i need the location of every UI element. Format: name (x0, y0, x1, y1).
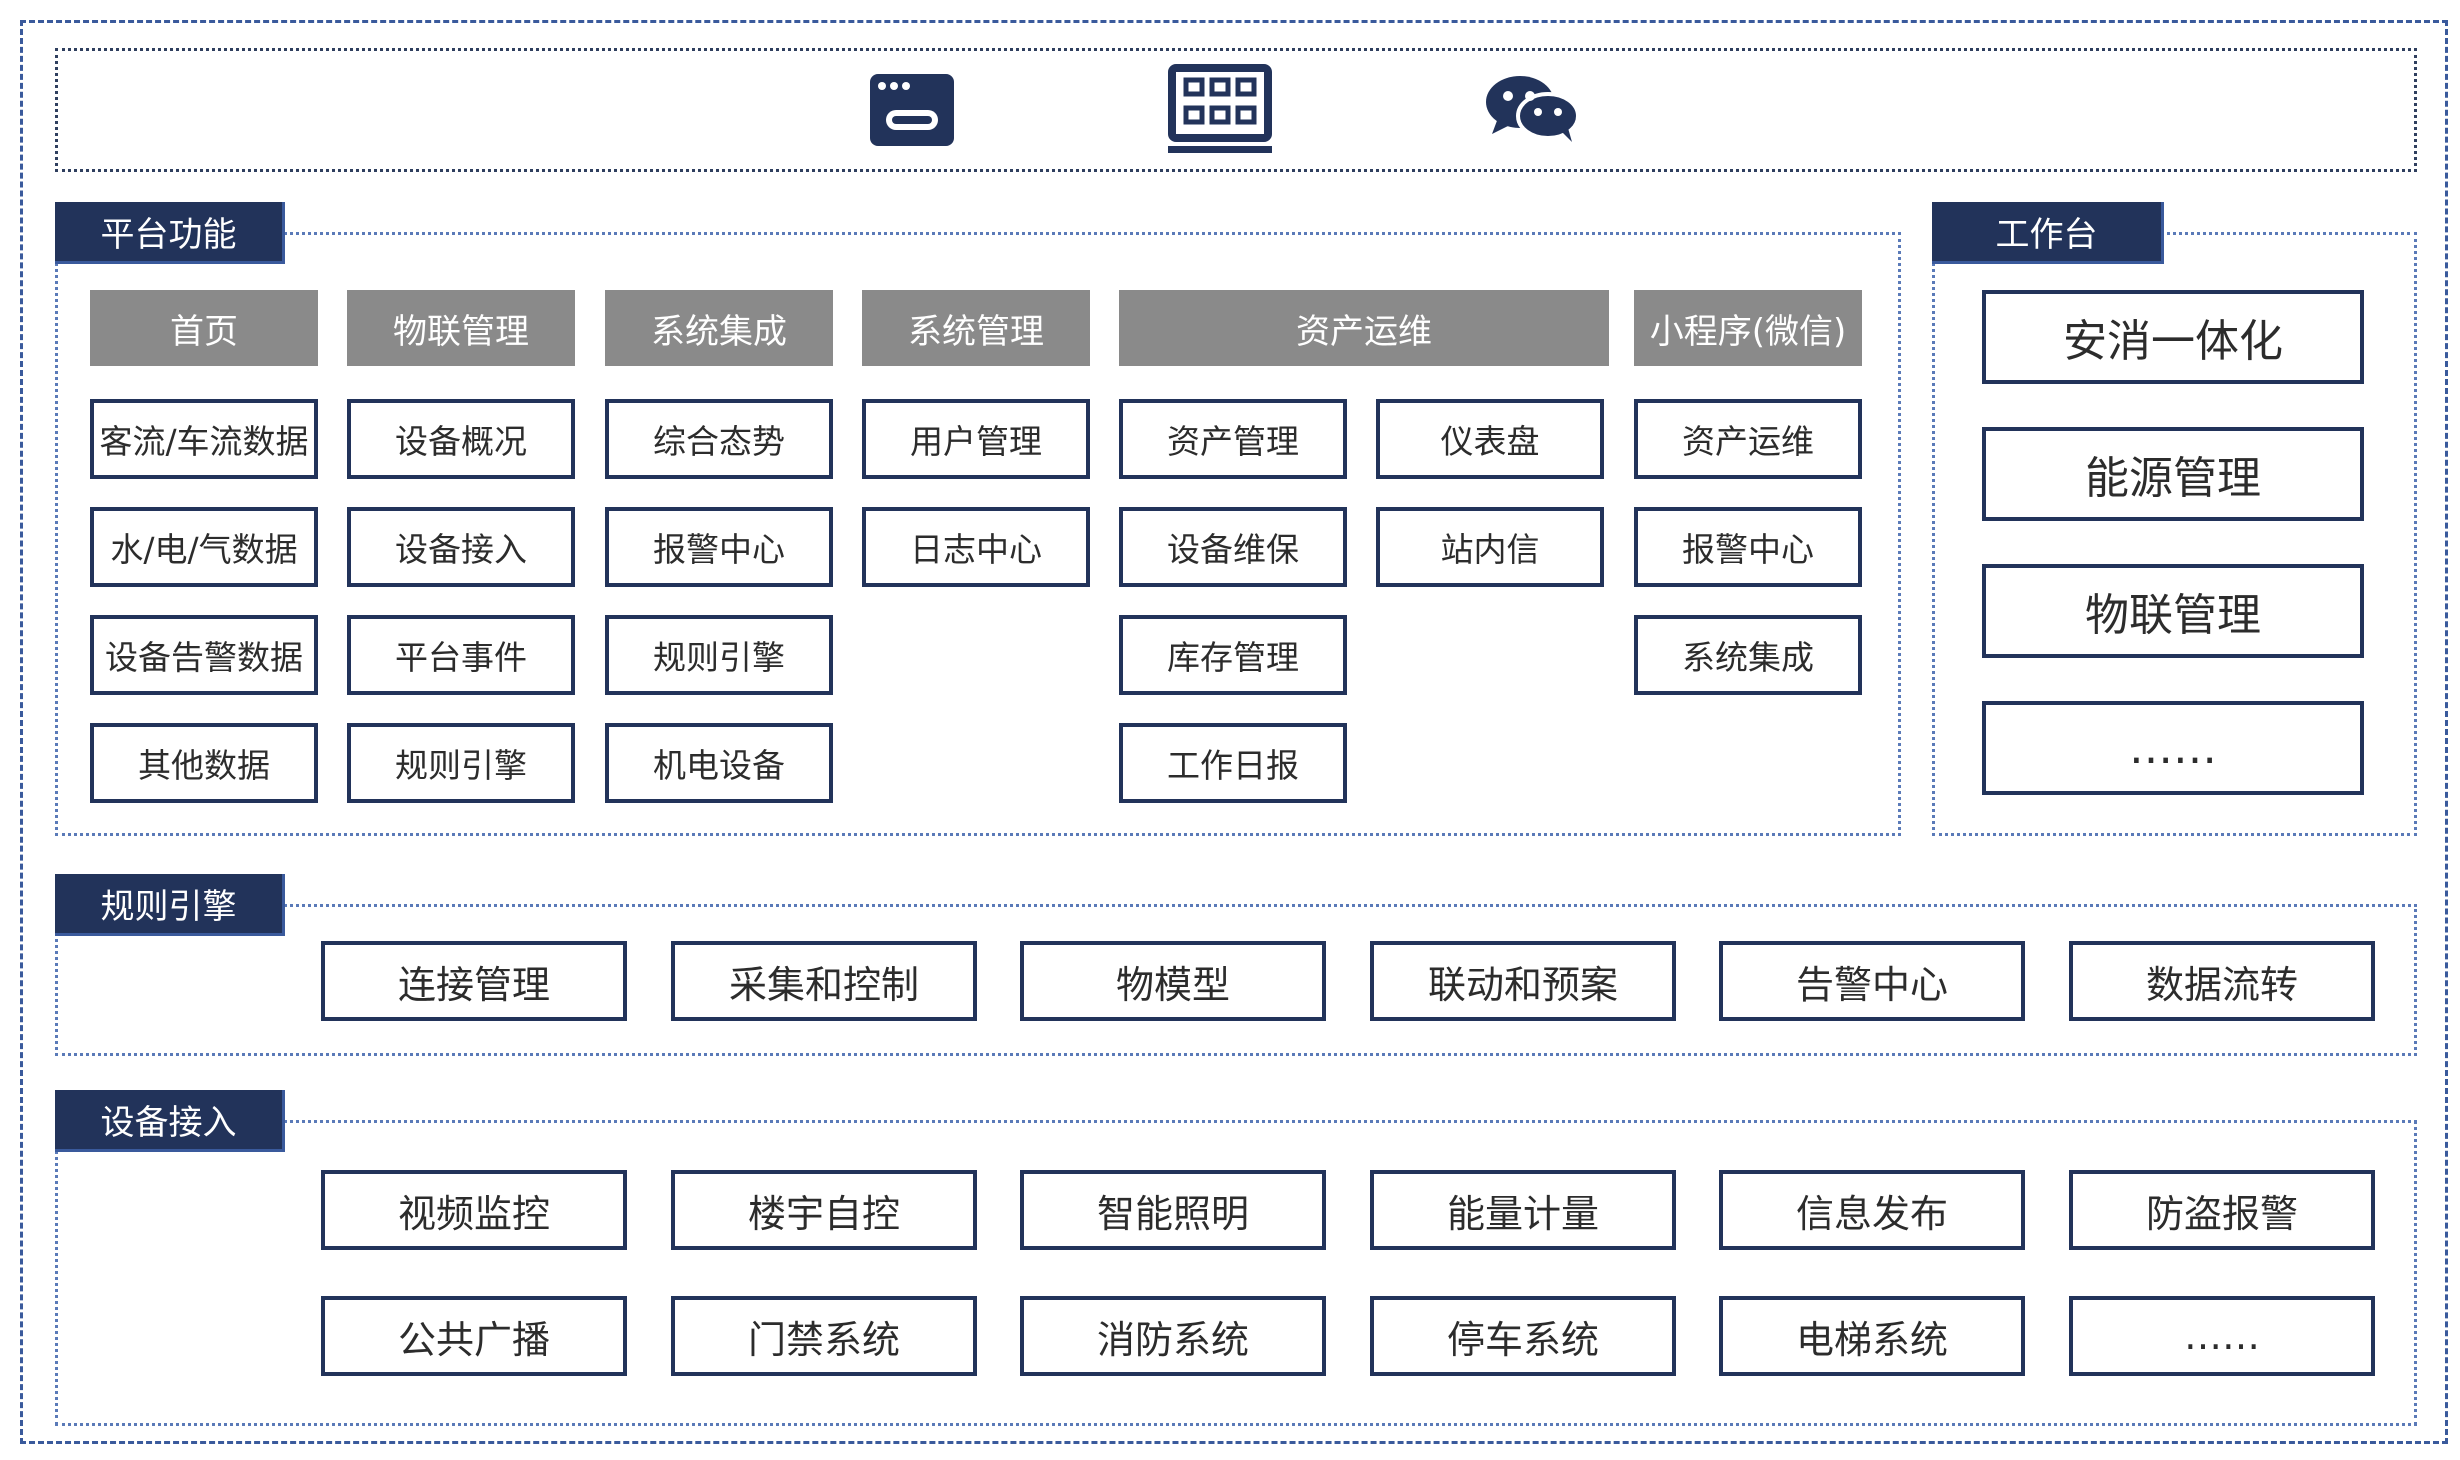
asset-item: 资产管理 (1119, 399, 1347, 479)
device-item: 门禁系统 (671, 1296, 977, 1376)
device-item: 消防系统 (1020, 1296, 1326, 1376)
asset-item: 工作日报 (1119, 723, 1347, 803)
mini-program-item: 报警中心 (1634, 507, 1862, 587)
workbench-title: 工作台 (1932, 202, 2164, 264)
asset-item: 仪表盘 (1376, 399, 1604, 479)
workbench-panel (1932, 232, 2417, 836)
header-asset: 资产运维 (1119, 290, 1609, 366)
rules-item: 连接管理 (321, 941, 627, 1021)
rules-item: 联动和预案 (1370, 941, 1676, 1021)
outer-frame (20, 20, 2448, 1444)
home-item: 客流/车流数据 (90, 399, 318, 479)
header-mini-program: 小程序(微信) (1634, 290, 1862, 366)
device-item: 信息发布 (1719, 1170, 2025, 1250)
rules-item: 告警中心 (1719, 941, 2025, 1021)
devices-panel (55, 1120, 2417, 1426)
workbench-item: …… (1982, 701, 2364, 795)
platform-panel (55, 232, 1901, 836)
integration-item: 机电设备 (605, 723, 833, 803)
asset-item: 站内信 (1376, 507, 1604, 587)
header-integration: 系统集成 (605, 290, 833, 366)
device-item: 停车系统 (1370, 1296, 1676, 1376)
workbench-item: 物联管理 (1982, 564, 2364, 658)
app-grid-icon (1168, 64, 1272, 154)
rules-item: 采集和控制 (671, 941, 977, 1021)
iot-item: 规则引擎 (347, 723, 575, 803)
device-item: 防盗报警 (2069, 1170, 2375, 1250)
header-iot: 物联管理 (347, 290, 575, 366)
device-item: …… (2069, 1296, 2375, 1376)
home-item: 设备告警数据 (90, 615, 318, 695)
iot-item: 设备概况 (347, 399, 575, 479)
header-system: 系统管理 (862, 290, 1090, 366)
integration-item: 报警中心 (605, 507, 833, 587)
system-item: 日志中心 (862, 507, 1090, 587)
workbench-item: 能源管理 (1982, 427, 2364, 521)
asset-item: 设备维保 (1119, 507, 1347, 587)
device-item: 公共广播 (321, 1296, 627, 1376)
home-item: 水/电/气数据 (90, 507, 318, 587)
integration-item: 综合态势 (605, 399, 833, 479)
iot-item: 平台事件 (347, 615, 575, 695)
browser-icon (868, 72, 956, 148)
rules-title: 规则引擎 (55, 874, 285, 936)
asset-item: 库存管理 (1119, 615, 1347, 695)
device-item: 视频监控 (321, 1170, 627, 1250)
home-item: 其他数据 (90, 723, 318, 803)
rules-item: 数据流转 (2069, 941, 2375, 1021)
devices-title: 设备接入 (55, 1090, 285, 1152)
integration-item: 规则引擎 (605, 615, 833, 695)
rules-item: 物模型 (1020, 941, 1326, 1021)
device-item: 楼宇自控 (671, 1170, 977, 1250)
wechat-icon (1484, 74, 1580, 144)
workbench-item: 安消一体化 (1982, 290, 2364, 384)
device-item: 智能照明 (1020, 1170, 1326, 1250)
mini-program-item: 系统集成 (1634, 615, 1862, 695)
iot-item: 设备接入 (347, 507, 575, 587)
mini-program-item: 资产运维 (1634, 399, 1862, 479)
device-item: 能量计量 (1370, 1170, 1676, 1250)
header-home: 首页 (90, 290, 318, 366)
access-bar (55, 48, 2417, 172)
platform-title: 平台功能 (55, 202, 285, 264)
system-item: 用户管理 (862, 399, 1090, 479)
device-item: 电梯系统 (1719, 1296, 2025, 1376)
rules-panel (55, 904, 2417, 1056)
